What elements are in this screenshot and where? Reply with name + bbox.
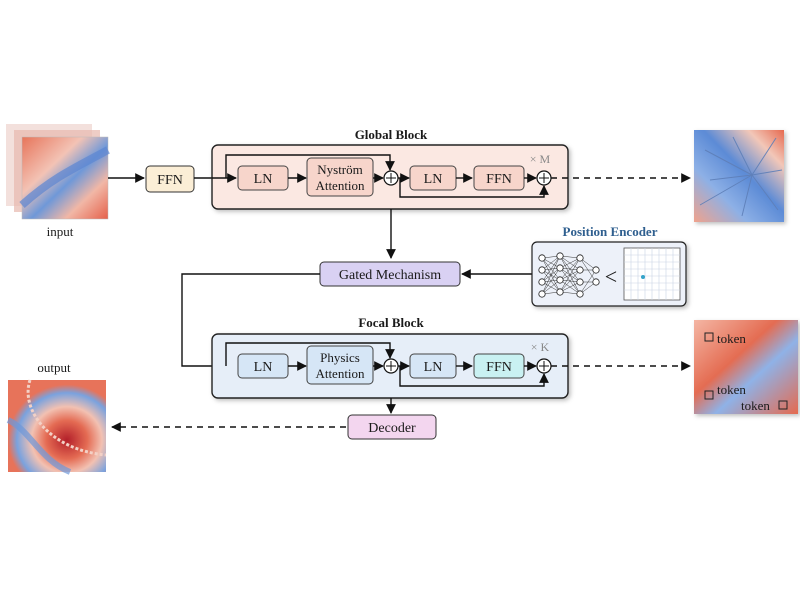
global-ffn-label: FFN	[486, 172, 512, 187]
global-add2-node	[536, 170, 552, 186]
token-marker-1	[704, 332, 714, 342]
focal-ln2-label: LN	[424, 360, 443, 375]
token-marker-3	[778, 400, 788, 410]
ffn-input-label: FFN	[157, 173, 183, 188]
output-label: output	[37, 360, 71, 375]
global-block-title: Global Block	[355, 127, 428, 142]
position-encoder-title: Position Encoder	[563, 224, 658, 239]
neural-net-icon	[538, 252, 600, 298]
focal-repeat-label: × K	[531, 340, 550, 354]
nystrom-attention-line1: Nyström	[317, 162, 363, 177]
focal-ln1-label: LN	[254, 360, 273, 375]
token-label-1: token	[717, 331, 746, 346]
grid-icon	[623, 247, 681, 301]
token-label-2: token	[717, 382, 746, 397]
gated-mechanism-label: Gated Mechanism	[339, 268, 441, 283]
token-marker-2	[704, 390, 714, 400]
global-attention-field	[694, 130, 784, 222]
decoder-label: Decoder	[368, 421, 416, 436]
ffn-input-box	[145, 165, 195, 193]
input-image-stack	[6, 124, 110, 220]
output-image	[6, 379, 107, 475]
token-label-3: token	[741, 398, 770, 413]
global-ln2-label: LN	[424, 172, 443, 187]
global-repeat-label: × M	[530, 152, 551, 166]
decoder-box	[347, 414, 437, 440]
global-ln1-label: LN	[254, 172, 273, 187]
physics-attention-line2: Attention	[315, 366, 365, 381]
focal-add1-node	[383, 358, 399, 374]
input-label: input	[47, 224, 74, 239]
nystrom-attention-line2: Attention	[315, 178, 365, 193]
nystrom-attention-box	[306, 157, 374, 197]
focal-block-title: Focal Block	[358, 315, 424, 330]
token-field	[694, 320, 798, 414]
focal-add2-node	[536, 358, 552, 374]
physics-attention-box	[306, 345, 374, 385]
global-add1-node	[383, 170, 399, 186]
physics-attention-line1: Physics	[320, 350, 360, 365]
less-than-symbol: <	[605, 264, 617, 289]
focal-ffn-label: FFN	[486, 360, 512, 375]
